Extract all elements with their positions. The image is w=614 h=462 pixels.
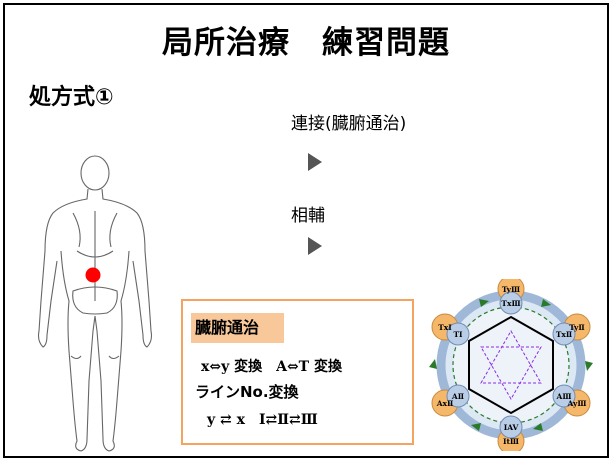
wheel-node-label: AyⅢ <box>566 399 586 408</box>
wheel-inner-label: AⅢ <box>556 392 572 401</box>
zoufu-tsuuji-box: 臓腑通治 x⇔y 変換 A⇔T 変換 ラインNo.変換 y ⇄ x Ⅰ⇄Ⅱ⇄Ⅲ <box>181 299 414 445</box>
down-step-arrow-icon <box>308 153 322 171</box>
wheel-inner-label: AⅡ <box>451 392 464 401</box>
box-line-conversion: x⇔y 変換 A⇔T 変換 <box>201 359 342 375</box>
wheel-node-label: TyⅢ <box>502 285 520 294</box>
wheel-inner-label: TxⅡ <box>556 330 572 339</box>
slide-title: 局所治療 練習問題 <box>162 25 450 61</box>
wheel-node-label: TxⅠ <box>438 323 452 332</box>
wheel-inner-label: TxⅢ <box>501 299 520 308</box>
down-step-arrow-icon <box>308 237 322 255</box>
prescription-label: 処方式① <box>29 85 114 110</box>
treatment-point-marker <box>85 267 101 283</box>
wheel-node-label: ItⅢ <box>503 437 519 446</box>
slide: 局所治療 練習問題 処方式① 連接(臓腑通治) 相輔 臓腑通治 x⇔y 変換 A… <box>3 3 609 458</box>
human-body-back-figure <box>37 155 153 452</box>
wheel-node-label: TyⅡ <box>569 323 584 332</box>
step-soho: 相輔 <box>291 206 325 226</box>
box-line-cycle: y ⇄ x Ⅰ⇄Ⅱ⇄Ⅲ <box>207 412 318 428</box>
step-renketsu: 連接(臓腑通治) <box>291 114 407 134</box>
box-heading: 臓腑通治 <box>191 313 284 343</box>
wheel-inner-label: TⅠ <box>453 330 463 339</box>
box-line-line-number: ラインNo.変換 <box>195 383 299 401</box>
wheel-inner-label: IAV <box>504 423 519 432</box>
meridian-wheel-diagram: TyⅢ TyⅡ AyⅢ ItⅢ AxⅡ TxⅠ TxⅢ TxⅡ AⅢ IAV A… <box>429 279 593 451</box>
wheel-node-label: AxⅡ <box>436 399 454 408</box>
